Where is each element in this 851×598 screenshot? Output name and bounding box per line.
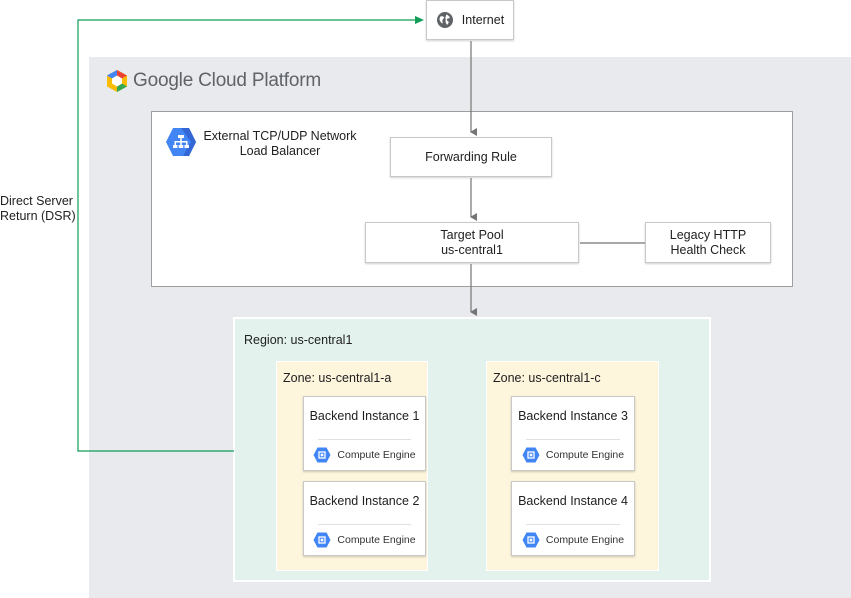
target-pool-line2: us-central1 [441,242,503,257]
instance-service: Compute Engine [512,532,634,548]
target-pool-node[interactable]: Target Pool us-central1 [365,222,579,263]
instance-service-label: Compute Engine [337,534,416,546]
instance-name: Backend Instance 4 [518,494,628,508]
load-balancer-title: External TCP/UDP Network Load Balancer [195,129,365,159]
target-pool-line1: Target Pool [440,227,504,242]
health-check-line2: Health Check [670,242,746,257]
instance-service: Compute Engine [512,447,634,463]
load-balancer-title-line2: Load Balancer [239,144,321,158]
instance-divider [318,524,411,525]
health-check-line1: Legacy HTTP [669,227,747,242]
gcp-logo-icon [105,69,129,93]
backend-instance-4[interactable]: Backend Instance 4 Compute Engine [511,481,635,556]
gcp-title: Google Cloud Platform [133,70,322,91]
forwarding-rule-node[interactable]: Forwarding Rule [390,137,552,177]
instance-service-label: Compute Engine [337,449,416,461]
instance-divider [318,439,411,440]
load-balancer-icon [165,127,197,157]
instance-service-label: Compute Engine [545,534,625,546]
zone-c-label: Zone: us-central1-c [493,371,601,385]
backend-instance-1[interactable]: Backend Instance 1 Compute Engine [303,396,426,471]
forwarding-rule-label: Forwarding Rule [425,149,517,164]
instance-name: Backend Instance 1 [309,409,420,423]
instance-service-label: Compute Engine [545,449,625,461]
load-balancer-title-line1: External TCP/UDP Network [203,129,357,143]
compute-engine-icon [522,447,540,463]
instance-divider [526,439,620,440]
globe-icon [436,11,454,29]
dsr-label-line1: Direct Server [0,194,73,208]
backend-instance-2[interactable]: Backend Instance 2 Compute Engine [303,481,426,556]
health-check-node[interactable]: Legacy HTTP Health Check [645,222,771,263]
dsr-label-line2: Return (DSR) [0,209,76,223]
compute-engine-icon [313,532,331,548]
instance-name: Backend Instance 2 [309,494,420,508]
compute-engine-icon [313,447,331,463]
instance-service: Compute Engine [304,532,425,548]
instance-name: Backend Instance 3 [518,409,628,423]
internet-label: Internet [461,13,505,27]
region-label: Region: us-central1 [244,333,353,347]
direct-server-return-connector [77,16,424,452]
internet-node[interactable]: Internet [426,0,514,40]
dsr-label: Direct Server Return (DSR) [0,194,76,224]
instance-divider [526,524,620,525]
zone-a-label: Zone: us-central1-a [283,371,392,385]
backend-instance-3[interactable]: Backend Instance 3 Compute Engine [511,396,635,471]
instance-service: Compute Engine [304,447,425,463]
compute-engine-icon [522,532,540,548]
